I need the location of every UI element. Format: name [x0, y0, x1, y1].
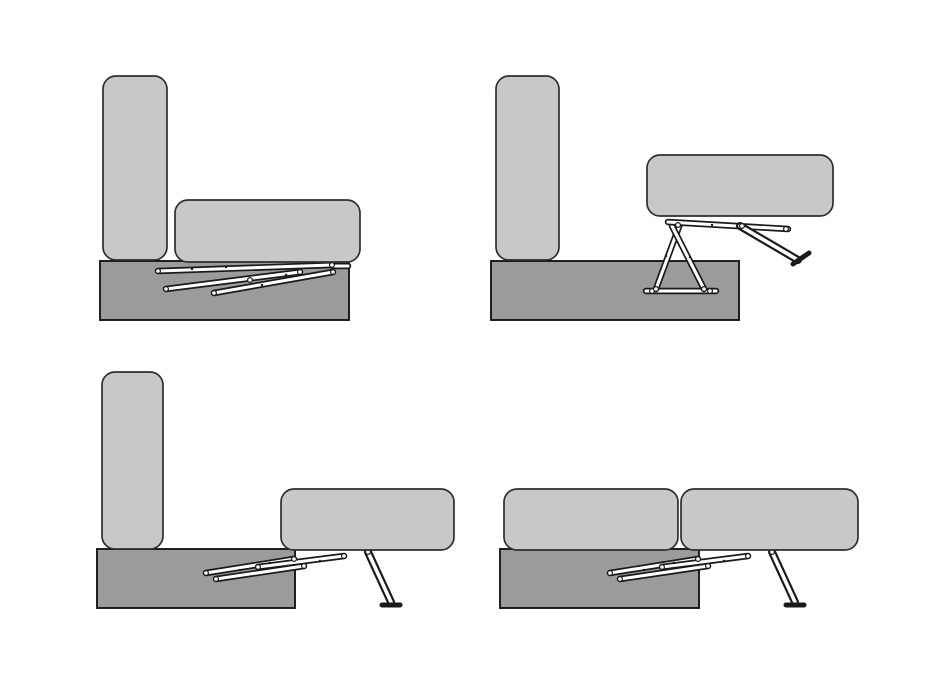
- scissor-mechanism: [642, 218, 812, 295]
- slide-mechanism: [606, 548, 807, 608]
- backrest-cushion: [495, 75, 560, 261]
- slide-mechanism: [202, 548, 403, 608]
- seat-cushion-extended: [280, 488, 455, 551]
- panel-stage-3-extended: [96, 371, 455, 609]
- bed-cushion-front: [680, 488, 859, 551]
- seat-cushion: [174, 199, 361, 263]
- panel-stage-1-closed: [99, 75, 361, 321]
- seat-cushion-lifted: [646, 154, 834, 217]
- leg-foot: [790, 250, 812, 267]
- sofa-base: [96, 548, 296, 609]
- panel-stage-2-seat-lifted: [490, 75, 834, 321]
- backrest-cushion: [101, 371, 164, 550]
- backrest-cushion: [102, 75, 168, 261]
- folded-mechanism: [154, 261, 352, 297]
- sofa-base: [499, 548, 700, 609]
- bed-cushion-back: [503, 488, 679, 551]
- panel-stage-4-flat-bed: [499, 488, 859, 609]
